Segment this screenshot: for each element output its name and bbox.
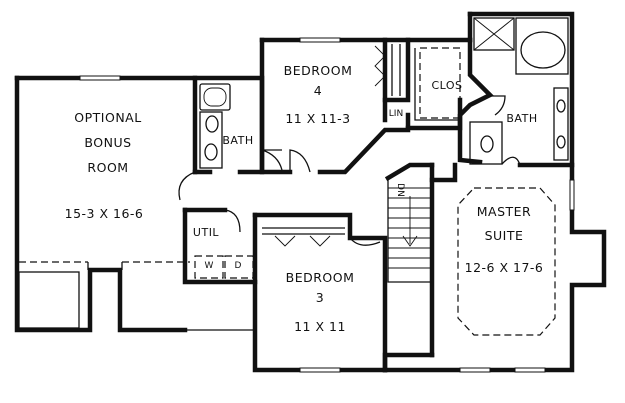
- vanity-icon: [199, 111, 223, 169]
- bedroom3-label: BEDROOM: [286, 270, 355, 285]
- master-bath: BATH: [457, 11, 575, 168]
- bonus-room-label-1: OPTIONAL: [74, 110, 141, 125]
- bedroom-4: BEDROOM 4 11 X 11-3: [259, 37, 411, 175]
- closets: LIN CLOS: [382, 37, 473, 131]
- bonus-room-size: 15-3 X 16-6: [65, 206, 144, 221]
- bonus-room: OPTIONAL BONUS ROOM 15-3 X 16-6: [14, 75, 256, 333]
- hallway: [382, 352, 435, 373]
- bedroom3-number: 3: [316, 290, 324, 305]
- stair-dn-label: DN: [395, 183, 405, 197]
- master-suite: MASTER SUITE 12-6 X 17-6: [382, 162, 607, 373]
- linen-label: LIN: [389, 109, 403, 119]
- hall-bath-label: BATH: [222, 134, 253, 147]
- bonus-attic-area: [18, 271, 80, 329]
- garden-tub-icon: [515, 17, 569, 75]
- sink-icon: [204, 143, 218, 161]
- toilet-icon: [205, 115, 219, 133]
- closet-label: CLOS: [431, 79, 462, 92]
- master-label-2: SUITE: [485, 228, 524, 243]
- tray-ceiling: [457, 187, 556, 336]
- master-vanity-icon: [553, 87, 569, 161]
- bedroom4-number: 4: [314, 83, 322, 98]
- bonus-window: [79, 75, 121, 81]
- bedroom3-size: 11 X 11: [294, 319, 346, 334]
- utility-label: UTIL: [193, 226, 220, 239]
- bedroom4-label: BEDROOM: [284, 63, 353, 78]
- shower-icon: [473, 17, 515, 51]
- master-window-side: [569, 179, 575, 211]
- bedroom4-size: 11 X 11-3: [285, 111, 350, 126]
- bedroom4-window: [299, 37, 341, 43]
- master-window-front-2: [514, 367, 546, 373]
- master-bath-label: BATH: [506, 112, 537, 125]
- bonus-room-label-3: ROOM: [87, 160, 128, 175]
- washer-icon: [194, 255, 224, 279]
- bonus-room-label-2: BONUS: [84, 135, 131, 150]
- master-window-front-1: [459, 367, 491, 373]
- washer-label: W: [205, 261, 214, 271]
- staircase: DN: [384, 162, 435, 283]
- master-label-1: MASTER: [477, 204, 532, 219]
- dryer-label: D: [235, 261, 242, 271]
- water-closet: [469, 121, 503, 165]
- bathtub-icon: [199, 83, 231, 111]
- bedroom3-window: [299, 367, 341, 373]
- hall-bath: BATH: [192, 75, 283, 175]
- master-toilet-icon: [480, 135, 494, 153]
- bedroom-3: BEDROOM 3 11 X 11: [252, 212, 388, 373]
- master-size: 12-6 X 17-6: [465, 260, 544, 275]
- utility-room: UTIL W D: [182, 207, 258, 285]
